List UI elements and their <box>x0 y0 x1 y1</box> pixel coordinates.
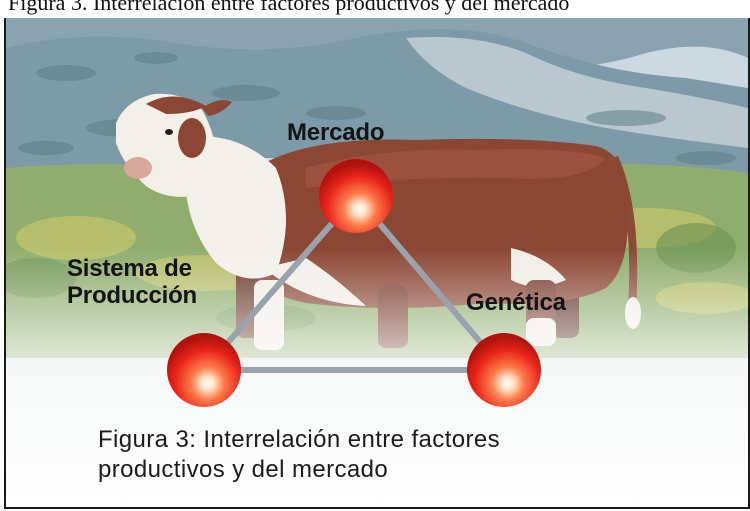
node-label-mercado: Mercado <box>287 119 385 146</box>
caption-line-2: productivos y del mercado <box>98 456 389 483</box>
cattle-photo-illustration <box>6 18 748 507</box>
figure-panel: Mercado Sistema de Producción Genética F… <box>4 18 750 509</box>
node-label-genetica: Genética <box>466 289 566 316</box>
figure-caption: Figura 3: Interrelación entre factores p… <box>98 425 500 485</box>
node-label-sistema: Sistema de Producción <box>67 255 197 309</box>
relationship-triangle <box>201 193 507 373</box>
caption-line-1: Figura 3: Interrelación entre factores <box>98 426 501 453</box>
node-label-sistema-line-2: Producción <box>67 282 198 309</box>
node-sphere-sistema <box>167 333 241 407</box>
connector-mercado-genetica <box>353 193 507 373</box>
node-sphere-genetica <box>467 333 541 407</box>
node-sphere-mercado <box>319 159 393 233</box>
cutline-text: Figura 3. Interrelación entre factores p… <box>8 0 570 15</box>
page-cutline: Figura 3. Interrelación entre factores p… <box>0 0 750 22</box>
node-label-sistema-line-1: Sistema de <box>67 255 192 282</box>
connector-mercado-sistema <box>201 193 359 373</box>
